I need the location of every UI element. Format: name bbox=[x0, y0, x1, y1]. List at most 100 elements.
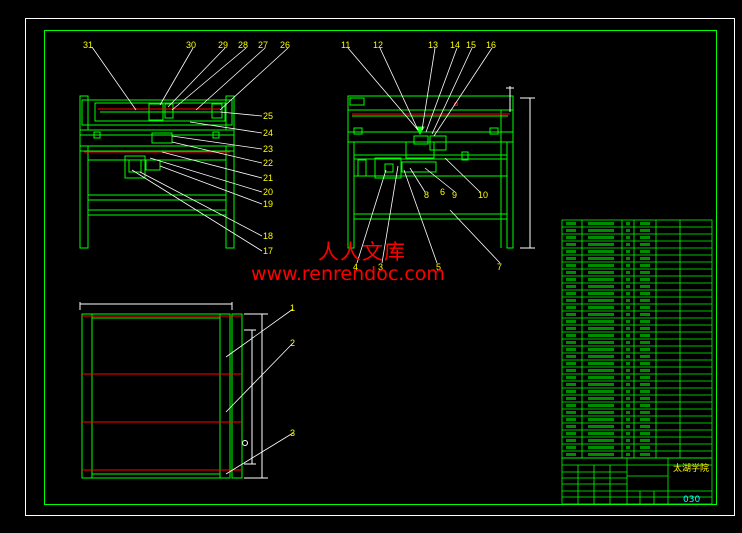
parts-entry-mark bbox=[588, 243, 614, 246]
label-4: 4 bbox=[353, 262, 358, 272]
label-27: 27 bbox=[258, 40, 268, 50]
watermark-chinese: 人人文库 bbox=[318, 240, 406, 264]
parts-entry-mark bbox=[640, 250, 650, 253]
label-24: 24 bbox=[263, 128, 273, 138]
parts-entry-mark bbox=[588, 446, 614, 449]
parts-entry-mark bbox=[640, 313, 650, 316]
parts-entry-mark bbox=[626, 292, 630, 295]
parts-entry-mark bbox=[640, 285, 650, 288]
parts-entry-mark bbox=[640, 383, 650, 386]
label-21: 21 bbox=[263, 173, 273, 183]
parts-list bbox=[561, 219, 713, 459]
parts-entry-mark bbox=[640, 362, 650, 365]
parts-entry-mark bbox=[640, 446, 650, 449]
parts-entry-mark bbox=[588, 327, 614, 330]
parts-entry-mark bbox=[588, 257, 614, 260]
parts-entry-mark bbox=[626, 313, 630, 316]
label-18: 18 bbox=[263, 231, 273, 241]
parts-entry-mark bbox=[566, 334, 576, 337]
parts-entry-mark bbox=[640, 327, 650, 330]
drawing-number: 030 bbox=[683, 495, 700, 505]
label-9: 9 bbox=[452, 190, 457, 200]
side-view bbox=[347, 95, 514, 249]
parts-entry-mark bbox=[626, 383, 630, 386]
parts-entry-mark bbox=[588, 425, 614, 428]
parts-entry-mark bbox=[566, 327, 576, 330]
parts-entry-mark bbox=[626, 348, 630, 351]
parts-entry-mark bbox=[588, 264, 614, 267]
parts-entry-mark bbox=[588, 250, 614, 253]
parts-entry-mark bbox=[588, 369, 614, 372]
parts-entry-mark bbox=[588, 222, 614, 225]
parts-entry-mark bbox=[626, 236, 630, 239]
parts-entry-mark bbox=[588, 404, 614, 407]
parts-entry-mark bbox=[626, 271, 630, 274]
parts-entry-mark bbox=[588, 285, 614, 288]
parts-entry-mark bbox=[566, 299, 576, 302]
parts-entry-mark bbox=[566, 404, 576, 407]
label-20: 20 bbox=[263, 187, 273, 197]
label-12: 12 bbox=[373, 40, 383, 50]
parts-entry-mark bbox=[566, 320, 576, 323]
parts-entry-mark bbox=[626, 264, 630, 267]
parts-entry-mark bbox=[640, 348, 650, 351]
parts-entry-mark bbox=[640, 439, 650, 442]
label-22: 22 bbox=[263, 158, 273, 168]
label-10: 10 bbox=[478, 190, 488, 200]
parts-entry-mark bbox=[626, 432, 630, 435]
parts-entry-mark bbox=[566, 362, 576, 365]
parts-entry-mark bbox=[626, 257, 630, 260]
parts-entry-mark bbox=[588, 334, 614, 337]
label-30: 30 bbox=[186, 40, 196, 50]
parts-entry-mark bbox=[588, 418, 614, 421]
parts-entry-mark bbox=[626, 411, 630, 414]
parts-entry-mark bbox=[640, 257, 650, 260]
label-8: 8 bbox=[424, 190, 429, 200]
parts-entry-mark bbox=[588, 271, 614, 274]
side-view-dims bbox=[506, 86, 535, 249]
parts-entry-mark bbox=[640, 411, 650, 414]
parts-entry-mark bbox=[588, 397, 614, 400]
parts-entry-mark bbox=[588, 299, 614, 302]
parts-entry-mark bbox=[626, 439, 630, 442]
parts-entry-mark bbox=[588, 341, 614, 344]
parts-entry-mark bbox=[566, 418, 576, 421]
parts-entry-mark bbox=[588, 292, 614, 295]
parts-entry-mark bbox=[640, 418, 650, 421]
label-15: 15 bbox=[466, 40, 476, 50]
label-6: 6 bbox=[440, 187, 445, 197]
parts-entry-mark bbox=[640, 299, 650, 302]
parts-entry-mark bbox=[626, 341, 630, 344]
parts-entry-mark bbox=[626, 390, 630, 393]
label-2: 2 bbox=[290, 338, 295, 348]
parts-entry-mark bbox=[626, 453, 630, 456]
parts-entry-mark bbox=[626, 250, 630, 253]
parts-entry-mark bbox=[566, 376, 576, 379]
parts-entry-mark bbox=[640, 292, 650, 295]
label-29: 29 bbox=[218, 40, 228, 50]
top-view bbox=[81, 313, 243, 479]
parts-entry-mark bbox=[566, 390, 576, 393]
parts-entry-mark bbox=[640, 404, 650, 407]
parts-entry-mark bbox=[640, 306, 650, 309]
label-28: 28 bbox=[238, 40, 248, 50]
parts-entry-mark bbox=[640, 453, 650, 456]
parts-entry-mark bbox=[566, 446, 576, 449]
parts-entry-mark bbox=[566, 306, 576, 309]
label-3-side: 3 bbox=[378, 262, 383, 272]
parts-entry-mark bbox=[640, 243, 650, 246]
parts-entry-mark bbox=[640, 369, 650, 372]
parts-list-text bbox=[566, 222, 650, 456]
parts-entry-mark bbox=[640, 334, 650, 337]
parts-entry-mark bbox=[626, 229, 630, 232]
parts-entry-mark bbox=[588, 453, 614, 456]
parts-entry-mark bbox=[626, 222, 630, 225]
parts-entry-mark bbox=[566, 236, 576, 239]
parts-entry-mark bbox=[640, 376, 650, 379]
parts-entry-mark bbox=[640, 390, 650, 393]
parts-entry-mark bbox=[588, 383, 614, 386]
parts-entry-mark bbox=[566, 264, 576, 267]
parts-entry-mark bbox=[566, 432, 576, 435]
label-11: 11 bbox=[341, 40, 350, 50]
